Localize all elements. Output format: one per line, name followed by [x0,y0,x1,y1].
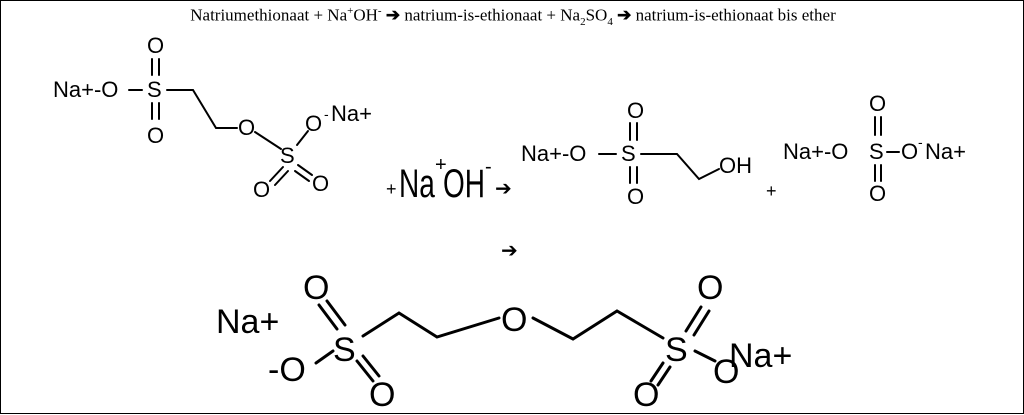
product-bis-ether: Na+ O S -O O O O S O O Na+ [216,269,792,414]
bond [274,170,289,186]
bond [297,164,313,176]
product1-na-o: Na+-O [521,141,586,166]
bond [656,365,672,387]
bond [269,166,284,182]
reactant-s2: S [280,143,295,168]
product3-o-right: O [713,353,739,391]
caption-oh: OH [353,5,378,25]
product2-na-right: Na+ [925,139,966,164]
ethanol-chain [640,153,720,181]
reaction-caption: Natriumethionaat + Na+OH- ➔ natrium-is-e… [1,5,1024,28]
reagent-plus: + [386,179,397,199]
bond [314,349,335,365]
product3-o-bottom-right: O [633,376,659,414]
reagent-minus-sup: - [485,156,492,178]
product1-o-bottom: O [627,184,644,209]
ethylene-chain [166,89,238,129]
product3-o-top-left: O [303,269,329,307]
caption-part2: natrium-is-ethionaat + Na [404,5,581,25]
reactant-s1: S [147,77,162,102]
bond [254,131,282,150]
bond [296,130,309,146]
caption-arrow-2: ➔ [617,5,632,25]
product3-s-right: S [665,331,688,369]
bond [692,309,711,337]
reactant-na-o-left: Na+-O [53,77,118,102]
caption-minus-sup: - [377,5,382,17]
reagent-arrow: ➔ [495,178,512,200]
product3-o-bottom-left: O [369,376,395,414]
product1-s: S [621,141,636,166]
reactant-o-link: O [238,115,255,140]
reactant-molecule: Na+-O S O O O S O - Na+ O O [53,33,372,202]
bond [693,349,717,363]
bond [355,359,375,383]
product3-o-center: O [501,301,527,339]
caption-sub4: 4 [607,16,613,29]
caption-part1: Natriumethionaat + Na [190,5,348,25]
caption-part3: natrium-is-ethionaat bis ether [635,5,836,25]
bond [361,354,381,378]
arrow-down: ➔ [501,240,518,262]
product1-o-top: O [627,98,644,123]
bond [317,303,339,331]
reactant-o-bottom: O [147,123,164,148]
product1-plus: + [766,181,777,201]
bond [294,170,310,182]
product-isethionate: Na+-O S O O OH + [521,98,777,209]
product1-oh: OH [719,153,752,178]
ethylene-chain-right [531,309,665,341]
caption-so: SO [585,5,608,25]
product2-o-right: O [901,139,918,164]
product2-minus: - [918,134,923,150]
product3-s-left: S [333,331,356,369]
caption-plus-sup: + [347,5,354,17]
product2-o-bottom: O [869,181,886,206]
product2-s: S [869,139,884,164]
product2-o-top: O [869,91,886,116]
caption-sub2: 2 [580,16,586,29]
product3-o-minus-left: -O [268,351,306,389]
reactant-o-s2-right: O [312,171,329,196]
reagent-na: Na [399,162,435,206]
bond [649,361,665,383]
reagent-naoh: + Na + OH - ➔ [386,154,512,206]
product3-na-left: Na+ [216,303,279,341]
bond [684,305,703,333]
reactant-na-right: Na+ [331,101,372,126]
reactant-minus: - [324,106,329,122]
product3-na-right: Na+ [729,337,792,375]
bond [325,299,347,327]
product2-na-o-left: Na+-O [783,139,848,164]
product3-o-top-right: O [697,269,723,307]
reactant-o-s2-left: O [253,177,270,202]
reactant-o-minus: O [305,111,322,136]
reactant-o-top: O [147,33,164,58]
ethylene-chain-left [361,311,501,339]
reagent-oh: OH [443,162,485,206]
product-sulfate: Na+-O S O O O - Na+ [783,91,966,206]
reagent-plus-sup: + [435,154,447,176]
caption-arrow-1: ➔ [385,5,401,25]
